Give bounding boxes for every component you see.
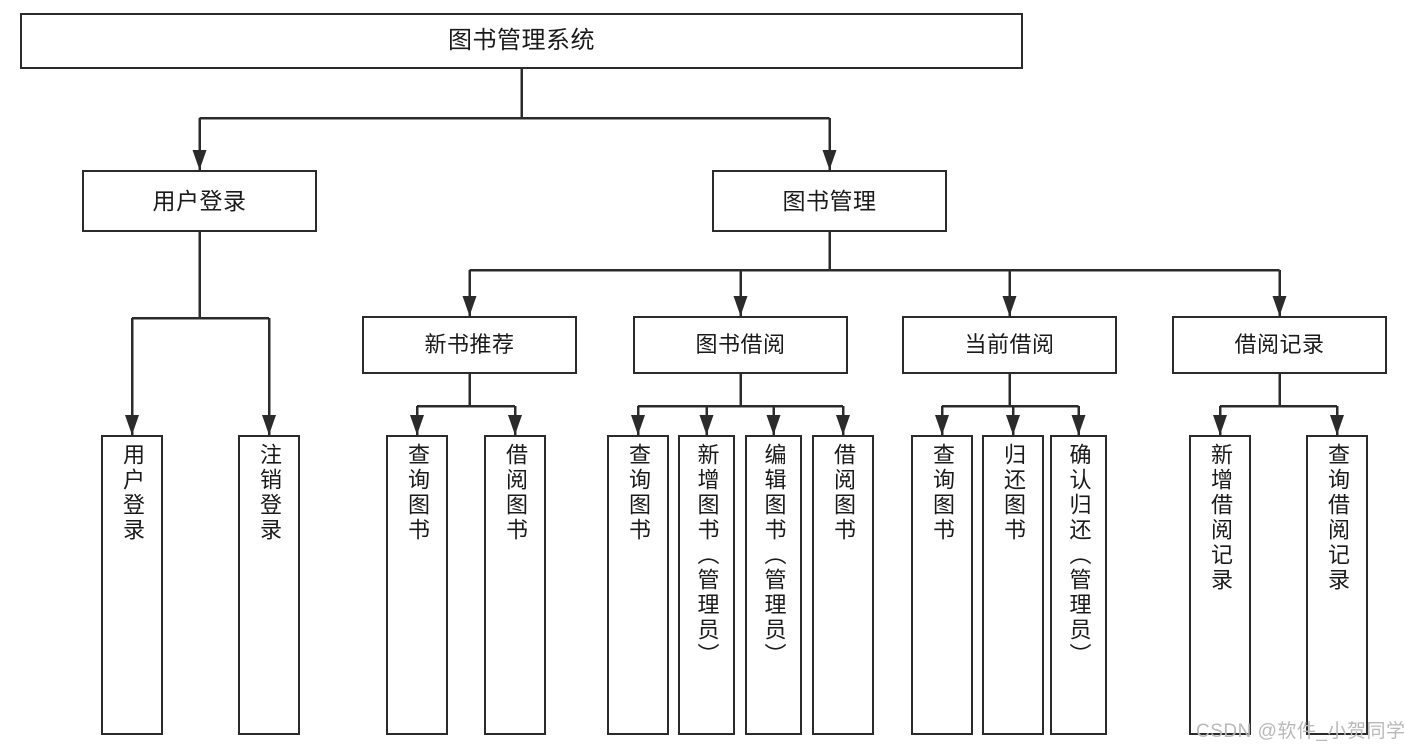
node-label-new-book-rec: 新书推荐 xyxy=(424,332,515,358)
node-label-leaf-add-record: 新增借阅记录 xyxy=(1208,443,1233,593)
node-label-leaf-query-book-3: 查询图书 xyxy=(930,443,955,543)
node-borrow-record[interactable]: 借阅记录 xyxy=(1172,316,1387,374)
arrowhead-leaf-user-logout xyxy=(262,415,276,435)
node-label-user-login: 用户登录 xyxy=(152,187,247,214)
node-leaf-borrow-book-2[interactable]: 借阅图书 xyxy=(812,435,874,735)
node-leaf-user-login[interactable]: 用户登录 xyxy=(101,435,163,735)
node-label-leaf-borrow-book-1: 借阅图书 xyxy=(503,443,528,543)
arrowhead-leaf-query-book-2 xyxy=(631,415,645,435)
node-label-leaf-confirm-return: 确认归还（管理员） xyxy=(1066,443,1092,668)
node-label-leaf-query-book-1: 查询图书 xyxy=(405,443,430,543)
arrowhead-leaf-add-record xyxy=(1213,415,1227,435)
arrowhead-leaf-edit-book xyxy=(766,415,781,435)
arrowhead-leaf-confirm-return xyxy=(1071,415,1086,435)
node-leaf-return-book[interactable]: 归还图书 xyxy=(982,435,1044,735)
node-label-borrow-record: 借阅记录 xyxy=(1234,332,1325,358)
node-label-leaf-add-book: 新增图书（管理员） xyxy=(694,443,720,668)
node-label-leaf-return-book: 归还图书 xyxy=(1001,443,1026,543)
arrowhead-leaf-query-book-1 xyxy=(410,415,424,435)
node-leaf-add-record[interactable]: 新增借阅记录 xyxy=(1189,435,1251,735)
arrowhead-leaf-user-login xyxy=(125,415,139,435)
node-label-leaf-user-login: 用户登录 xyxy=(120,443,145,543)
node-user-login[interactable]: 用户登录 xyxy=(82,170,317,232)
node-label-book-manage: 图书管理 xyxy=(782,187,877,214)
node-current-borrow[interactable]: 当前借阅 xyxy=(902,316,1117,374)
node-label-leaf-query-record: 查询借阅记录 xyxy=(1325,443,1350,593)
node-leaf-user-logout[interactable]: 注销登录 xyxy=(238,435,300,735)
arrowhead-leaf-return-book xyxy=(1006,415,1020,435)
arrowhead-leaf-query-record xyxy=(1330,415,1344,435)
node-label-leaf-query-book-2: 查询图书 xyxy=(626,443,651,543)
node-label-book-borrow: 图书借阅 xyxy=(695,332,786,358)
arrowhead-leaf-borrow-book-2 xyxy=(836,415,850,435)
node-label-leaf-user-logout: 注销登录 xyxy=(257,443,282,543)
arrowhead-current-borrow xyxy=(1002,296,1017,316)
node-leaf-borrow-book-1[interactable]: 借阅图书 xyxy=(484,435,546,735)
node-root[interactable]: 图书管理系统 xyxy=(20,13,1023,69)
arrowhead-new-book-rec xyxy=(462,296,477,316)
node-leaf-query-book-2[interactable]: 查询图书 xyxy=(607,435,669,735)
arrowhead-book-borrow xyxy=(733,296,748,316)
node-label-leaf-borrow-book-2: 借阅图书 xyxy=(831,443,856,543)
node-new-book-rec[interactable]: 新书推荐 xyxy=(362,316,577,374)
node-leaf-add-book[interactable]: 新增图书（管理员） xyxy=(678,435,735,735)
node-label-leaf-edit-book: 编辑图书（管理员） xyxy=(761,443,787,668)
node-leaf-edit-book[interactable]: 编辑图书（管理员） xyxy=(745,435,802,735)
node-label-current-borrow: 当前借阅 xyxy=(964,332,1055,358)
node-book-borrow[interactable]: 图书借阅 xyxy=(633,316,848,374)
arrowhead-leaf-borrow-book-1 xyxy=(508,415,522,435)
arrowhead-user-login xyxy=(192,150,207,170)
arrowhead-leaf-add-book xyxy=(699,415,714,435)
node-leaf-confirm-return[interactable]: 确认归还（管理员） xyxy=(1050,435,1107,735)
node-leaf-query-book-3[interactable]: 查询图书 xyxy=(911,435,973,735)
node-book-manage[interactable]: 图书管理 xyxy=(712,170,947,232)
arrowhead-borrow-record xyxy=(1272,296,1287,316)
arrowhead-book-manage xyxy=(822,150,837,170)
node-leaf-query-book-1[interactable]: 查询图书 xyxy=(386,435,448,735)
node-label-root: 图书管理系统 xyxy=(448,27,595,55)
node-leaf-query-record[interactable]: 查询借阅记录 xyxy=(1306,435,1368,735)
arrowhead-leaf-query-book-3 xyxy=(935,415,949,435)
